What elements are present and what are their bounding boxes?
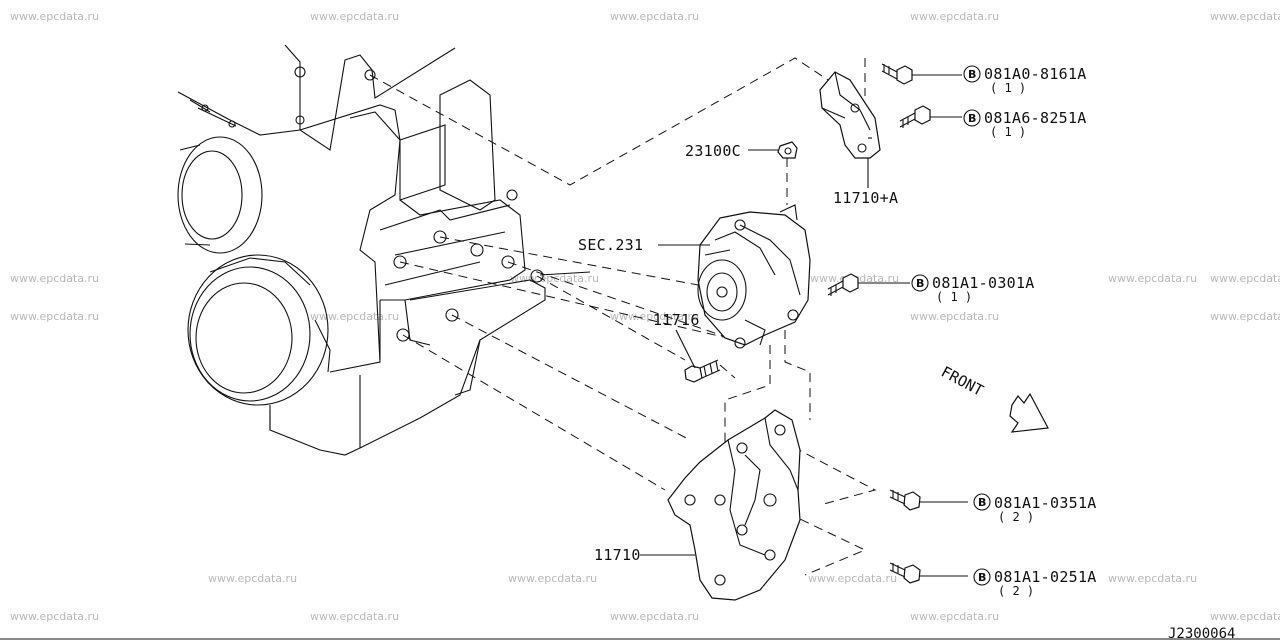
watermark: www.epcdata.ru (508, 572, 597, 585)
part-number-081A1-0301A[interactable]: 081A1-0301A (932, 274, 1035, 292)
part-number-081A0-8161A[interactable]: 081A0-8161A (984, 65, 1087, 83)
watermark: www.epcdata.ru (1210, 272, 1280, 285)
watermark: www.epcdata.ru (10, 610, 99, 623)
alternator (697, 204, 811, 349)
watermark: www.epcdata.ru (1210, 10, 1280, 23)
part-label-adjust-bracket[interactable]: 11710+A (833, 189, 898, 207)
part-number-081A6-8251A[interactable]: 081A6-8251A (984, 109, 1087, 127)
callout-b-symbol: B (916, 277, 924, 290)
main-bracket (667, 409, 801, 601)
callout-b-symbol: B (978, 571, 986, 584)
callout-b-icon (963, 109, 981, 127)
part-label-bolt[interactable]: 11716 (653, 311, 700, 329)
callout-bolts (827, 63, 931, 584)
callout-b-symbol: B (968, 68, 976, 81)
watermark: www.epcdata.ru (1210, 310, 1280, 323)
callout-b-icon (973, 493, 991, 511)
watermark: www.epcdata.ru (910, 310, 999, 323)
callout-b-icon (973, 568, 991, 586)
callout-b-icon (911, 274, 929, 292)
watermark: www.epcdata.ru (1210, 610, 1280, 623)
watermark: www.epcdata.ru (910, 10, 999, 23)
bolt-11716 (684, 359, 721, 383)
section-reference[interactable]: SEC.231 (578, 236, 643, 254)
nut-part (777, 141, 798, 159)
watermark: www.epcdata.ru (610, 310, 699, 323)
quantity-label: ( 2 ) (998, 584, 1034, 598)
part-number-081A1-0251A[interactable]: 081A1-0251A (994, 568, 1097, 586)
watermark: www.epcdata.ru (10, 272, 99, 285)
quantity-label: ( 1 ) (936, 290, 972, 304)
part-labels: 23100C 11710+A SEC.231 11716 11710 (578, 142, 898, 564)
diagram-code: J2300064 (1168, 626, 1235, 640)
watermark: www.epcdata.ru (10, 10, 99, 23)
part-label-nut[interactable]: 23100C (685, 142, 741, 160)
watermark: www.epcdata.ru (310, 310, 399, 323)
callout-b-icon (963, 65, 981, 83)
callout-texts: 081A0-8161A ( 1 ) 081A6-8251A ( 1 ) 081A… (932, 65, 1097, 598)
watermark: www.epcdata.ru (910, 610, 999, 623)
part-number-081A1-0351A[interactable]: 081A1-0351A (994, 494, 1097, 512)
watermark: www.epcdata.ru (808, 572, 897, 585)
callout-b-symbol: B (968, 112, 976, 125)
watermark-layer: www.epcdata.ru www.epcdata.ru www.epcdata.… (10, 10, 1280, 623)
watermark: www.epcdata.ru (208, 572, 297, 585)
watermark: www.epcdata.ru (310, 610, 399, 623)
leader-lines (640, 74, 968, 577)
callout-b-symbol: B (978, 496, 986, 509)
quantity-label: ( 2 ) (998, 510, 1034, 524)
front-arrow-icon (1009, 392, 1049, 433)
front-label: FRONT (938, 363, 986, 400)
quantity-label: ( 1 ) (990, 125, 1026, 139)
watermark: www.epcdata.ru (1108, 572, 1197, 585)
watermark: www.epcdata.ru (10, 310, 99, 323)
engine-block (177, 44, 591, 456)
quantity-label: ( 1 ) (990, 81, 1026, 95)
watermark: www.epcdata.ru (610, 610, 699, 623)
front-direction: FRONT (938, 363, 1049, 433)
watermark: www.epcdata.ru (1108, 272, 1197, 285)
callout-symbols: B B B B B (911, 65, 991, 586)
part-label-bracket[interactable]: 11710 (594, 546, 641, 564)
watermark: www.epcdata.ru (610, 10, 699, 23)
adjusting-bracket (819, 71, 881, 159)
watermark: www.epcdata.ru (310, 10, 399, 23)
